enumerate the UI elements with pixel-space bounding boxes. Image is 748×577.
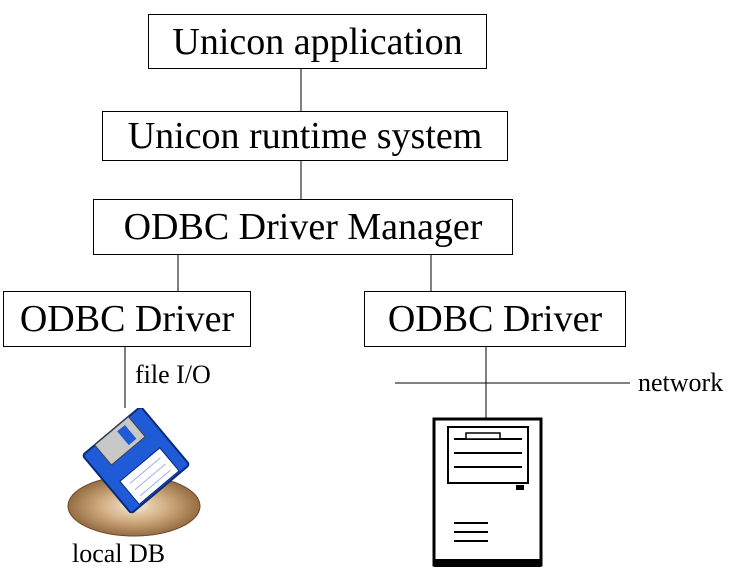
odbc-driver-manager-label: ODBC Driver Manager (123, 206, 483, 248)
unicon-runtime-box: Unicon runtime system (102, 111, 508, 161)
floppy-disk-on-platter-icon (67, 408, 201, 537)
unicon-application-label: Unicon application (172, 20, 463, 63)
network-label: network (638, 368, 724, 397)
odbc-driver-right-box: ODBC Driver (364, 291, 626, 347)
odbc-driver-left-label: ODBC Driver (19, 298, 235, 340)
unicon-runtime-label: Unicon runtime system (127, 115, 483, 157)
odbc-driver-right-label: ODBC Driver (387, 298, 603, 340)
odbc-driver-left-box: ODBC Driver (3, 291, 251, 347)
server-tower-icon (432, 417, 543, 567)
local-db-label: local DB (72, 539, 166, 568)
odbc-driver-manager-box: ODBC Driver Manager (93, 199, 513, 255)
file-io-label: file I/O (135, 360, 211, 389)
unicon-application-box: Unicon application (148, 14, 487, 69)
